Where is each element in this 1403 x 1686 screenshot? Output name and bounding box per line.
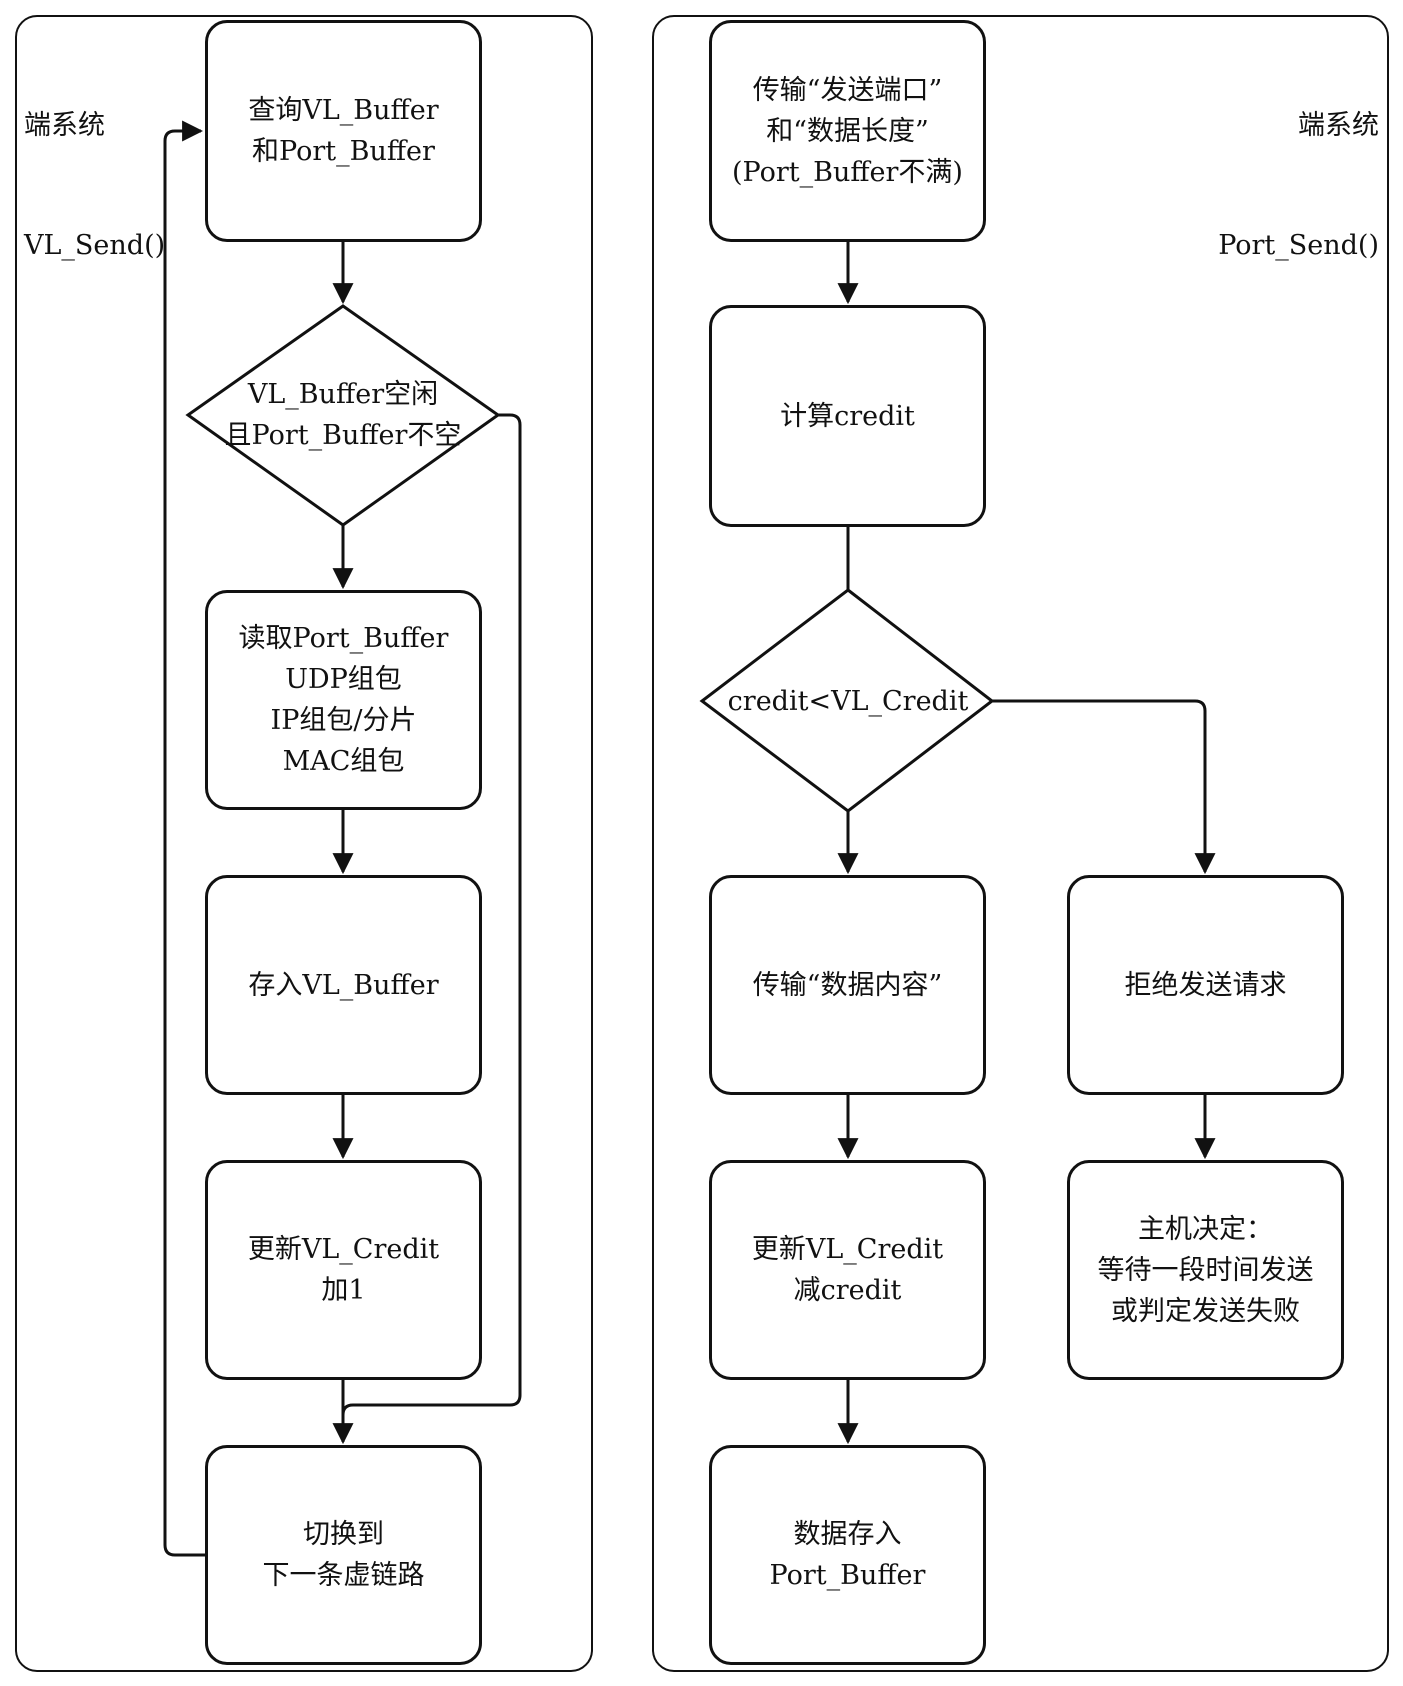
node-reject-send-request-line-1: 拒绝发送请求 xyxy=(1124,969,1287,1001)
node-save-port-buffer-line-2: Port_Buffer xyxy=(769,1560,926,1591)
node-host-decision-line-2: 等待一段时间发送 xyxy=(1097,1254,1314,1286)
node-credit-decision-line-1: credit<VL_Credit xyxy=(727,686,969,717)
node-update-vl-credit-subtract-line-1: 更新VL_Credit xyxy=(751,1234,944,1265)
edge-decision-to-reject xyxy=(992,699,1216,875)
node-vl-decision-line-1: VL_Buffer空闲 xyxy=(247,379,439,410)
port-send-panel-title: 端系统 Port_Send() xyxy=(1218,26,1379,306)
node-store-vl-buffer: 存入VL_Buffer xyxy=(205,875,482,1095)
node-update-vl-credit-add-line-1: 更新VL_Credit xyxy=(247,1234,440,1265)
node-update-vl-credit-subtract: 更新VL_Credit 减credit xyxy=(709,1160,986,1380)
node-switch-virtual-link: 切换到 下一条虚链路 xyxy=(205,1445,482,1665)
edge-decision-bypass-to-switch xyxy=(341,413,522,1416)
node-save-port-buffer: 数据存入 Port_Buffer xyxy=(709,1445,986,1665)
vl-send-panel-title-line-1: 端系统 xyxy=(24,110,105,141)
node-transmit-port-length-line-3: (Port_Buffer不满) xyxy=(732,156,963,188)
node-query-buffers: 查询VL_Buffer 和Port_Buffer xyxy=(205,20,482,242)
node-reject-send-request: 拒绝发送请求 xyxy=(1067,875,1344,1095)
node-calc-credit-line-1: 计算credit xyxy=(780,400,915,432)
edge-switch-loop-back xyxy=(163,120,205,1557)
vl-send-panel-title-line-2: VL_Send() xyxy=(24,230,166,261)
node-vl-decision-line-2: 且Port_Buffer不空 xyxy=(224,420,462,451)
node-credit-decision-label: credit<VL_Credit xyxy=(700,681,996,722)
node-read-port-buffer-line-3: IP组包/分片 xyxy=(270,705,417,736)
node-store-vl-buffer-line-1: 存入VL_Buffer xyxy=(248,969,439,1001)
node-host-decision: 主机决定： 等待一段时间发送 或判定发送失败 xyxy=(1067,1160,1344,1380)
port-send-panel-title-line-2: Port_Send() xyxy=(1218,230,1379,261)
node-read-port-buffer-line-2: UDP组包 xyxy=(285,664,402,695)
node-host-decision-line-3: 或判定发送失败 xyxy=(1111,1295,1300,1327)
node-transmit-port-length: 传输“发送端口” 和“数据长度” (Port_Buffer不满) xyxy=(709,20,986,242)
node-transmit-port-length-line-2: 和“数据长度” xyxy=(766,115,929,147)
node-update-vl-credit-add: 更新VL_Credit 加1 xyxy=(205,1160,482,1380)
node-transmit-data-content: 传输“数据内容” xyxy=(709,875,986,1095)
vl-send-panel-title: 端系统 VL_Send() xyxy=(24,26,165,306)
node-update-vl-credit-subtract-line-2: 减credit xyxy=(793,1275,902,1306)
node-vl-decision-label: VL_Buffer空闲 且Port_Buffer不空 xyxy=(193,374,493,456)
node-query-buffers-line-2: 和Port_Buffer xyxy=(252,136,435,167)
node-update-vl-credit-add-line-2: 加1 xyxy=(321,1275,366,1306)
node-transmit-data-content-line-1: 传输“数据内容” xyxy=(752,969,943,1001)
node-transmit-port-length-line-1: 传输“发送端口” xyxy=(752,74,943,106)
node-save-port-buffer-line-1: 数据存入 xyxy=(793,1519,902,1550)
port-send-panel xyxy=(652,15,1389,1672)
node-host-decision-line-1: 主机决定： xyxy=(1138,1213,1273,1245)
node-read-port-buffer-line-1: 读取Port_Buffer xyxy=(238,623,449,654)
node-switch-virtual-link-line-2: 下一条虚链路 xyxy=(262,1560,425,1591)
port-send-panel-title-line-1: 端系统 xyxy=(1298,110,1379,141)
node-query-buffers-line-1: 查询VL_Buffer xyxy=(248,95,439,126)
node-read-port-buffer: 读取Port_Buffer UDP组包 IP组包/分片 MAC组包 xyxy=(205,590,482,810)
node-read-port-buffer-line-4: MAC组包 xyxy=(282,746,405,777)
node-switch-virtual-link-line-1: 切换到 xyxy=(303,1519,384,1550)
node-calc-credit: 计算credit xyxy=(709,305,986,527)
vl-send-panel xyxy=(15,15,593,1672)
